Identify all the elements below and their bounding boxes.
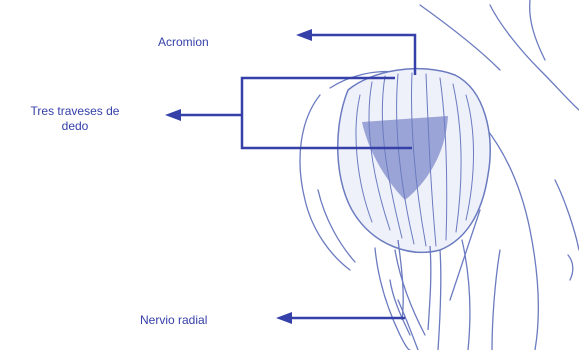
deltoid-muscle [338, 69, 490, 330]
acromion-leader [296, 29, 415, 75]
nervio-radial-label: Nervio radial [140, 313, 207, 328]
nervio-radial-leader [276, 312, 405, 324]
acromion-label: Acromion [158, 35, 209, 50]
tres-traveses-line1: Tres traveses de [0, 104, 150, 119]
acromion-text: Acromion [158, 35, 209, 49]
nervio-radial-text: Nervio radial [140, 313, 207, 327]
tres-traveses-line2: dedo [0, 119, 150, 134]
tres-traveses-label: Tres traveses de dedo [0, 104, 150, 134]
